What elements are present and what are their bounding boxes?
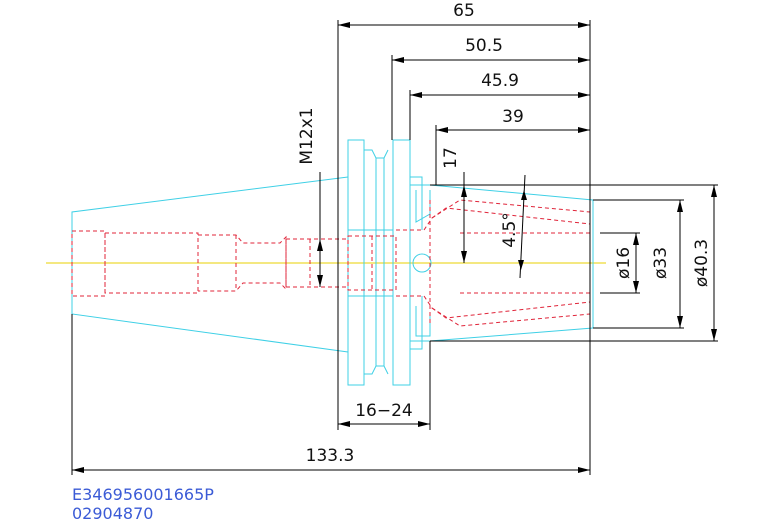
dim-39: 39 <box>502 107 524 127</box>
dim-16-24: 16−24 <box>355 401 413 421</box>
dim-50-5: 50.5 <box>465 36 503 56</box>
dim-45-9: 45.9 <box>481 71 519 91</box>
dim-dia40-3: ø40.3 <box>692 239 712 287</box>
dim-133-3: 133.3 <box>306 446 355 466</box>
dimension-lines <box>71 20 718 475</box>
dim-dia33: ø33 <box>651 247 671 279</box>
hidden-lines <box>71 199 591 327</box>
part-code-line2: 02904870 <box>72 504 153 523</box>
dim-angle: 4.5° <box>500 212 520 248</box>
dim-65: 65 <box>453 1 475 21</box>
dim-dia16: ø16 <box>614 247 634 279</box>
dim-17: 17 <box>441 147 461 169</box>
part-code-line1: E346956001665P <box>72 485 214 504</box>
dim-m12x1: M12x1 <box>297 107 317 164</box>
